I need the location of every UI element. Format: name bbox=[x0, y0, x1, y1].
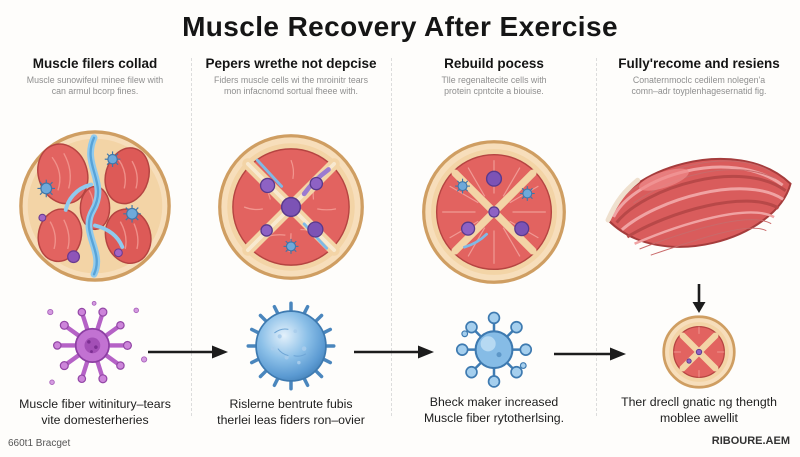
column-heading: Muscle filers collad bbox=[32, 56, 158, 71]
rebuilding-cross-section-illustration bbox=[420, 138, 568, 286]
arrow-right-icon bbox=[552, 346, 628, 362]
column-divider bbox=[391, 58, 392, 416]
arrow-down-icon bbox=[691, 284, 707, 314]
recovered-cross-section-illustration bbox=[661, 314, 737, 390]
column-caption: Rislerne bentrute fubis therlei leas fid… bbox=[217, 397, 365, 428]
regenerating-cell-illustration bbox=[448, 302, 540, 394]
credit-left: 660t1 Bracget bbox=[8, 438, 71, 449]
column-damage: Muscle filers collad Muscle sunowifeul m… bbox=[2, 56, 188, 452]
column-recovered: Fully'recome and resiens Conaternmoclc c… bbox=[598, 56, 800, 452]
column-subtext: Fiders muscle cells wi the mroinitr tear… bbox=[214, 75, 368, 97]
column-heading: Fully'recome and resiens bbox=[618, 56, 780, 71]
column-subtext: Muscle sunowifeul minee filew with can a… bbox=[26, 75, 164, 97]
satellite-cell-illustration bbox=[243, 298, 339, 394]
column-heading: Rebuild pocess bbox=[444, 56, 544, 71]
arrow-right-icon bbox=[352, 344, 436, 360]
page-title: Muscle Recovery After Exercise bbox=[182, 11, 618, 42]
credit-right: RIBOURE.AEM bbox=[711, 435, 790, 447]
column-subtext: Tlle regenaltecite cells with protein cp… bbox=[441, 75, 547, 97]
column-divider bbox=[596, 58, 597, 416]
column-subtext: Conaternmoclc cedilem nolegen'a comn–adr… bbox=[631, 75, 767, 97]
column-heading: Pepers wrethe not depcise bbox=[205, 56, 377, 71]
column-rebuild: Rebuild pocess Tlle regenaltecite cells … bbox=[394, 56, 594, 452]
column-caption: Ther drecll gnatic ng thength moblee awe… bbox=[621, 395, 777, 426]
column-caption: Bheck maker increased Muscle fiber rytot… bbox=[423, 395, 565, 426]
column-divider bbox=[191, 58, 192, 416]
recovered-muscle-illustration bbox=[599, 126, 799, 286]
macrophage-cell-illustration bbox=[38, 298, 152, 399]
column-repair: Pepers wrethe not depcise Fiders muscle … bbox=[192, 56, 390, 452]
arrow-right-icon bbox=[146, 344, 230, 360]
column-caption: Muscle fiber witinitury–tears vite domes… bbox=[19, 397, 171, 428]
torn-fiber-cross-section-illustration bbox=[216, 132, 366, 282]
muscle-cross-section-damaged-illustration bbox=[17, 128, 173, 284]
